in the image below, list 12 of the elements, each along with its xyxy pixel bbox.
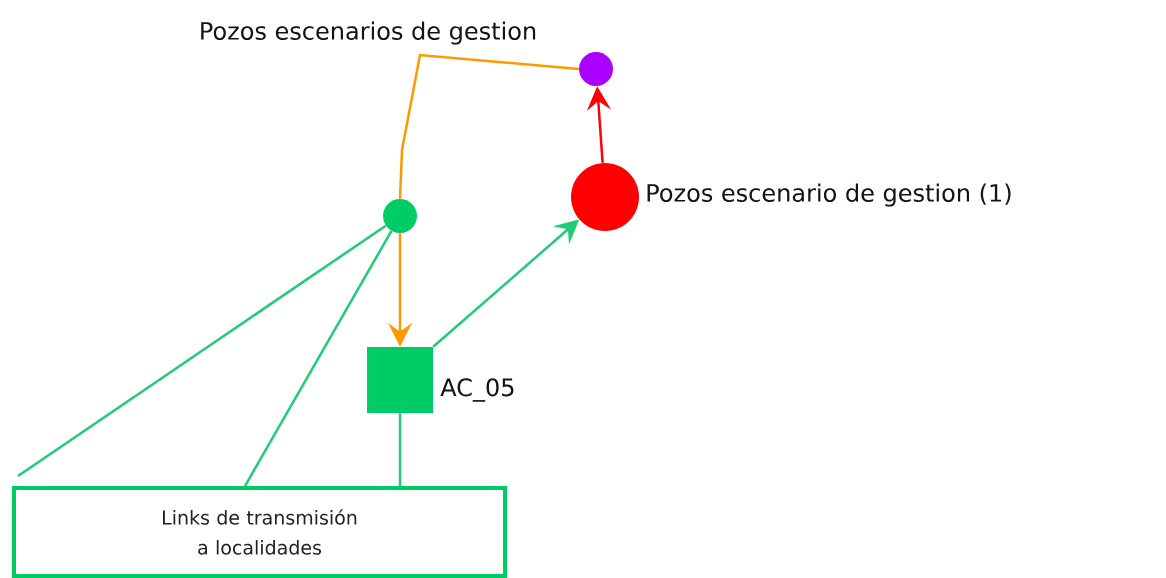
circle-node [383,199,417,233]
node-label: AC_05 [440,378,514,402]
connector-line [398,53,579,199]
leader-line [17,224,387,478]
square-node [367,347,433,413]
leader-line [243,230,393,487]
node-label: Pozos escenarios de gestion [201,21,536,45]
circle-node [571,163,639,231]
leader-line [398,413,402,486]
text-box: Links de transmisión a localidades [12,486,507,578]
circle-node [579,52,613,86]
node-label: Pozos escenario de gestion (1) [647,183,1011,207]
